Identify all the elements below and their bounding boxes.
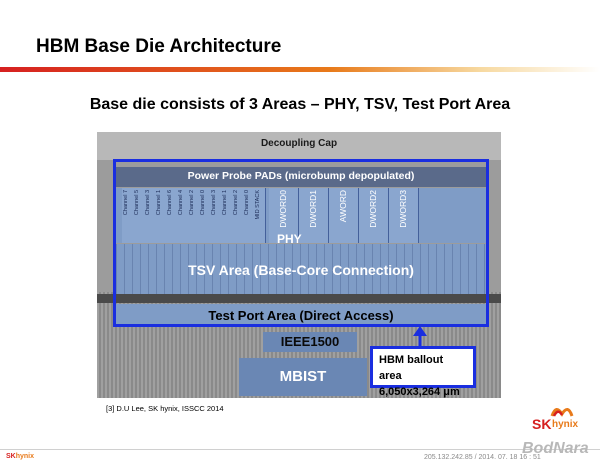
title-underline-bar: [0, 67, 600, 72]
power-probe-pads-region: [116, 167, 486, 187]
footer-logo: SKhynix: [6, 453, 34, 460]
ieee1500-block: [263, 332, 357, 352]
sk-hynix-logo: SK hynix: [532, 404, 592, 438]
phy-dword-block: DWORD3: [389, 188, 419, 243]
test-port-area-label: Test Port Area (Direct Access): [208, 308, 394, 323]
hbm-ballout-outline: [113, 159, 489, 327]
ieee1500-label: IEEE1500: [280, 334, 340, 349]
callout-line-1: HBM ballout area: [379, 354, 444, 382]
decoupling-cap-label: Decoupling Cap: [260, 138, 338, 149]
butterfly-logo-icon: [550, 408, 574, 417]
phy-label: PHY: [277, 232, 302, 246]
phy-channel-block: MID STACK: [254, 188, 266, 243]
footer-logo-hynix: hynix: [15, 453, 35, 460]
footer-ip-timestamp: 205.132.242.85 / 2014. 07. 18 16 : 51: [424, 454, 541, 461]
footer-divider: [0, 449, 600, 450]
footer-logo-sk: SK: [6, 453, 16, 460]
callout-line-2: 6,050x3,264 μm: [379, 386, 460, 398]
base-die-diagram: Decoupling Cap Power Probe PADs (microbu…: [97, 132, 501, 398]
reference-citation: [3] D.U Lee, SK hynix, ISSCC 2014: [106, 404, 224, 413]
footer-brand-watermark: BodNara: [522, 440, 589, 457]
phy-dword-block: DWORD2: [359, 188, 389, 243]
power-probe-pads-label: Power Probe PADs (microbump depopulated): [187, 170, 415, 182]
test-port-area-region: [116, 304, 486, 326]
phy-dword-block: DWORD0: [269, 188, 299, 243]
tsv-area-region: [116, 244, 486, 294]
mbist-label: MBIST: [279, 368, 327, 385]
logo-sk-text: SK: [532, 416, 552, 432]
slide-subtitle: Base die consists of 3 Areas – PHY, TSV,…: [89, 96, 511, 113]
phy-dword-block: DWORD1: [299, 188, 329, 243]
phy-dword-block: AWORD: [329, 188, 359, 243]
decoupling-cap-region: [97, 132, 501, 160]
tsv-area-label: TSV Area (Base-Core Connection): [188, 262, 414, 278]
hbm-ballout-callout: HBM ballout area 6,050x3,264 μm: [370, 346, 476, 398]
logo-hynix-text: hynix: [552, 419, 579, 430]
separator-strip: [97, 294, 501, 303]
slide-title: HBM Base Die Architecture: [36, 36, 282, 57]
mbist-block: [239, 358, 367, 396]
